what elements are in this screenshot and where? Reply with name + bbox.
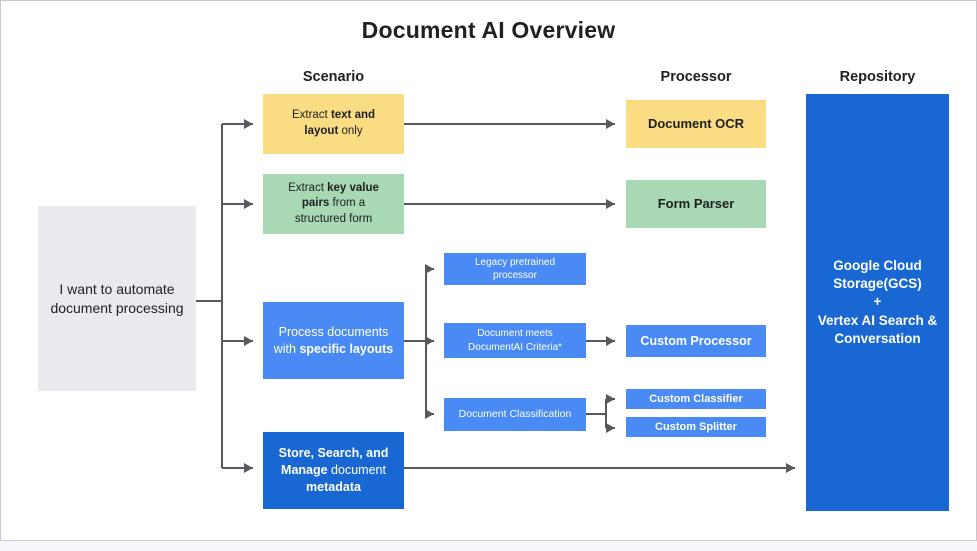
decision-documentai-criteria-label: Document meets DocumentAI Criteria* <box>468 328 562 353</box>
processor-document-ocr-label: Document OCR <box>647 116 745 132</box>
intent-box-label: I want to automate document processing <box>50 280 184 316</box>
processor-box-form-parser: Form Parser <box>626 180 766 228</box>
decision-box-document-classification: Document Classification <box>444 398 586 431</box>
scenario-box-extract-text-layout: Extract text and layout only <box>263 94 404 154</box>
processor-box-document-ocr: Document OCR <box>626 100 766 148</box>
decision-box-legacy-pretrained: Legacy pretrained processor <box>444 253 586 285</box>
decision-legacy-pretrained-label: Legacy pretrained processor <box>474 256 556 282</box>
column-header-processor: Processor <box>660 69 732 85</box>
scenario-extract-key-value-label: Extract key value pairs from a structure… <box>288 181 379 225</box>
scenario-store-search-manage-label: Store, Search, and Manage document metad… <box>278 446 389 494</box>
scenario-box-extract-key-value: Extract key value pairs from a structure… <box>263 174 404 234</box>
processor-custom-splitter-label: Custom Splitter <box>655 420 737 433</box>
processor-form-parser-label: Form Parser <box>657 196 735 212</box>
decision-box-documentai-criteria: Document meets DocumentAI Criteria* <box>444 323 586 358</box>
repository-line-plus: + <box>873 294 882 310</box>
scenario-extract-text-layout-label: Extract text and layout only <box>291 109 376 137</box>
processor-custom-classifier-label: Custom Classifier <box>649 392 743 405</box>
processor-box-custom-processor: Custom Processor <box>626 325 766 357</box>
repository-line-gcs: Google Cloud Storage(GCS) <box>833 257 922 292</box>
scenario-specific-layouts-label: Process documents with specific layouts <box>273 324 394 356</box>
scenario-box-specific-layouts: Process documents with specific layouts <box>263 302 404 379</box>
processor-box-custom-classifier: Custom Classifier <box>626 389 766 409</box>
decision-document-classification-label: Document Classification <box>458 408 572 421</box>
repository-line-vertex: Vertex AI Search & Conversation <box>817 312 938 346</box>
diagram-title: Document AI Overview <box>361 17 616 43</box>
repository-box: Google Cloud Storage(GCS) + Vertex AI Se… <box>806 94 949 511</box>
column-header-scenario: Scenario <box>302 69 365 85</box>
processor-box-custom-splitter: Custom Splitter <box>626 417 766 437</box>
column-header-repository: Repository <box>839 69 916 85</box>
scenario-box-store-search-manage: Store, Search, and Manage document metad… <box>263 432 404 509</box>
processor-custom-processor-label: Custom Processor <box>640 333 752 348</box>
intent-box: I want to automate document processing <box>38 206 196 391</box>
